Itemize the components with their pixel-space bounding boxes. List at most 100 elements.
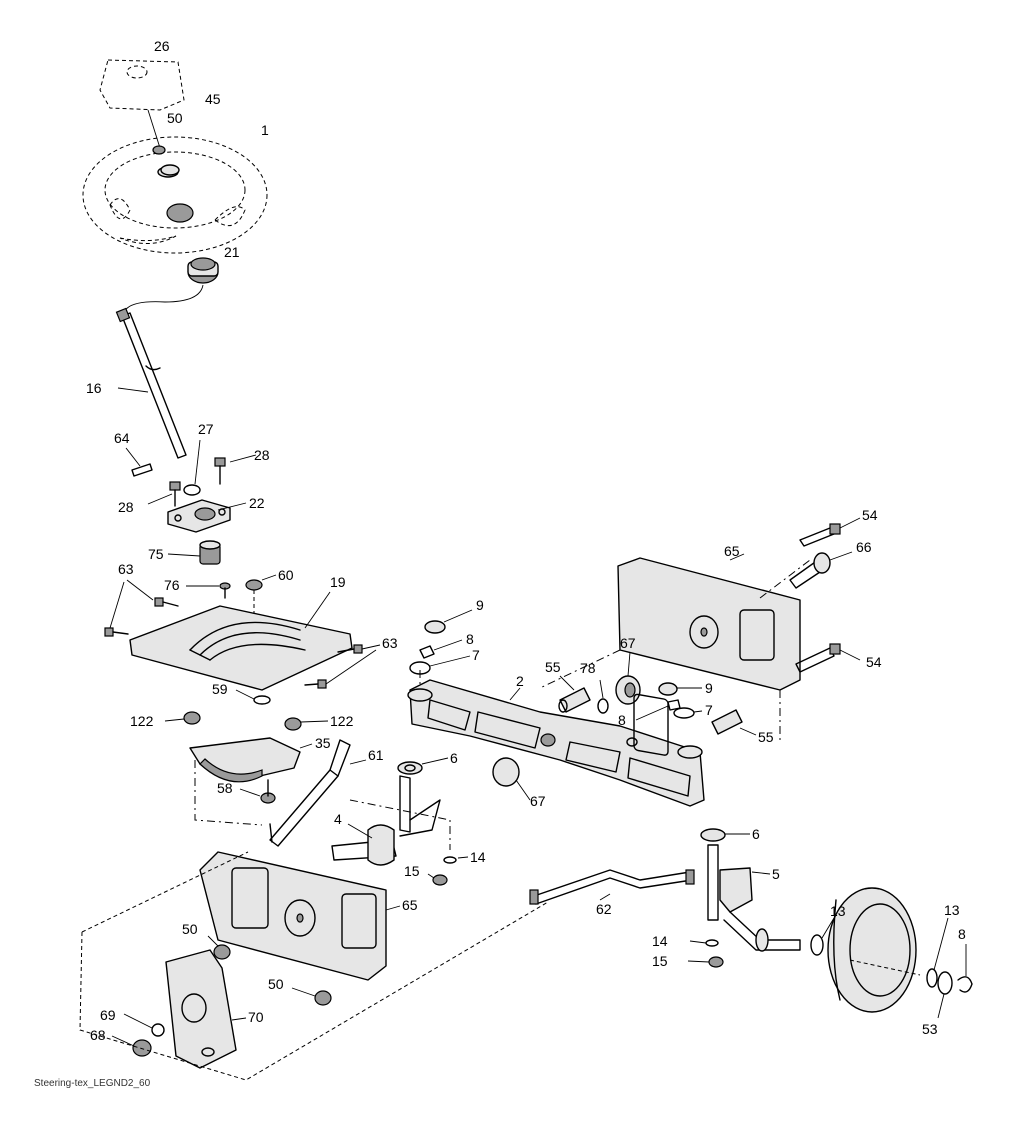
front-axle xyxy=(407,679,705,807)
washer-14-left xyxy=(443,856,457,864)
washer-14-right xyxy=(705,939,719,947)
washer-13-outer xyxy=(926,968,938,988)
callout-61: 61 xyxy=(368,747,384,763)
callout-53: 53 xyxy=(922,1021,938,1037)
callout-59: 59 xyxy=(212,681,228,697)
callout-60: 60 xyxy=(278,567,294,583)
washer-top xyxy=(160,164,180,176)
callout-65-left: 65 xyxy=(402,897,418,913)
bolt-28-left xyxy=(169,481,181,507)
callout-50: 50 xyxy=(167,110,183,126)
callout-28-right: 28 xyxy=(254,447,270,463)
callout-9-left: 9 xyxy=(476,597,484,613)
callout-labels: 26 45 50 1 21 16 27 28 64 28 22 75 76 60… xyxy=(86,38,966,1043)
callout-54-top: 54 xyxy=(862,507,878,523)
callout-63-left: 63 xyxy=(118,561,134,577)
wheel-bushing-67-lower xyxy=(492,757,520,787)
callout-54-bottom: 54 xyxy=(866,654,882,670)
callout-7-right: 7 xyxy=(705,702,713,718)
pinion-gear xyxy=(199,540,221,565)
bolt-63-d xyxy=(304,679,327,689)
diagram-caption: Steering-tex_LEGND2_60 xyxy=(34,1078,151,1089)
cap-9-left xyxy=(424,620,446,634)
callout-15-left: 15 xyxy=(404,863,420,879)
bolt-66 xyxy=(789,552,831,589)
callout-6-right: 6 xyxy=(752,826,760,842)
callout-55-right: 55 xyxy=(758,729,774,745)
callout-28-left: 28 xyxy=(118,499,134,515)
steering-shaft xyxy=(115,307,187,459)
nut-50-left xyxy=(213,944,231,960)
bolt-28-right xyxy=(214,457,226,485)
nut-122-right xyxy=(284,717,302,731)
callout-19: 19 xyxy=(330,574,346,590)
callout-69: 69 xyxy=(100,1007,116,1023)
steering-plate xyxy=(129,605,353,691)
callout-50-right: 50 xyxy=(268,976,284,992)
roll-pin xyxy=(131,463,153,477)
nut-15-left xyxy=(432,874,448,886)
drag-link xyxy=(269,739,351,847)
bushing-7-left xyxy=(409,661,431,675)
nut-122-left xyxy=(183,711,201,725)
pin-8-left xyxy=(419,645,435,659)
washer-69 xyxy=(151,1023,165,1037)
callout-67-upper: 67 xyxy=(620,635,636,651)
bushing-6-right xyxy=(700,828,726,842)
callout-8-clip: 8 xyxy=(958,926,966,942)
callout-55-left: 55 xyxy=(545,659,561,675)
callout-13-outer: 13 xyxy=(944,902,960,918)
callout-4: 4 xyxy=(334,811,342,827)
callout-27: 27 xyxy=(198,421,214,437)
bushing-6-left xyxy=(397,761,423,775)
callout-5: 5 xyxy=(772,866,780,882)
callout-50-left: 50 xyxy=(182,921,198,937)
mounting-bracket xyxy=(165,949,237,1069)
callout-6-left: 6 xyxy=(450,750,458,766)
callout-58: 58 xyxy=(217,780,233,796)
nut-15-right xyxy=(708,956,724,968)
washer-78 xyxy=(597,698,609,714)
spindle-left xyxy=(331,775,441,866)
callout-26: 26 xyxy=(154,38,170,54)
callout-67-lower: 67 xyxy=(530,793,546,809)
spacer-55-right xyxy=(711,709,743,735)
callout-9-right: 9 xyxy=(705,680,713,696)
callout-8-right: 8 xyxy=(618,712,626,728)
callout-14-left: 14 xyxy=(470,849,486,865)
callout-7-left: 7 xyxy=(472,647,480,663)
steering-adapter xyxy=(187,257,219,284)
callout-2: 2 xyxy=(516,673,524,689)
bushing-7-right xyxy=(673,707,695,719)
washer-53 xyxy=(937,971,953,995)
steering-bracket xyxy=(167,499,231,533)
callout-15-right: 15 xyxy=(652,953,668,969)
frame-plate-left xyxy=(199,851,387,981)
callout-122-right: 122 xyxy=(330,713,354,729)
front-wheel xyxy=(827,887,921,1013)
callout-21: 21 xyxy=(224,244,240,260)
callout-76: 76 xyxy=(164,577,180,593)
spacer-55-left xyxy=(558,687,591,713)
callout-66: 66 xyxy=(856,539,872,555)
callout-1: 1 xyxy=(261,122,269,138)
callout-63-right: 63 xyxy=(382,635,398,651)
callout-122-left: 122 xyxy=(130,713,154,729)
bolt-63-b xyxy=(104,627,129,637)
bolt-58 xyxy=(260,779,276,804)
callout-65-right: 65 xyxy=(724,543,740,559)
callout-8-left: 8 xyxy=(466,631,474,647)
callout-13-inner: 13 xyxy=(830,903,846,919)
retaining-clip-8 xyxy=(957,976,973,993)
callout-64: 64 xyxy=(114,430,130,446)
cap-9-right xyxy=(658,682,678,696)
tie-rod xyxy=(529,869,695,905)
callout-35: 35 xyxy=(315,735,331,751)
callout-75: 75 xyxy=(148,546,164,562)
wheel-bushing-67-upper xyxy=(615,675,641,705)
steering-wheel xyxy=(82,136,268,254)
callout-62: 62 xyxy=(596,901,612,917)
sector-gear xyxy=(189,737,301,783)
nut-top xyxy=(152,145,166,155)
